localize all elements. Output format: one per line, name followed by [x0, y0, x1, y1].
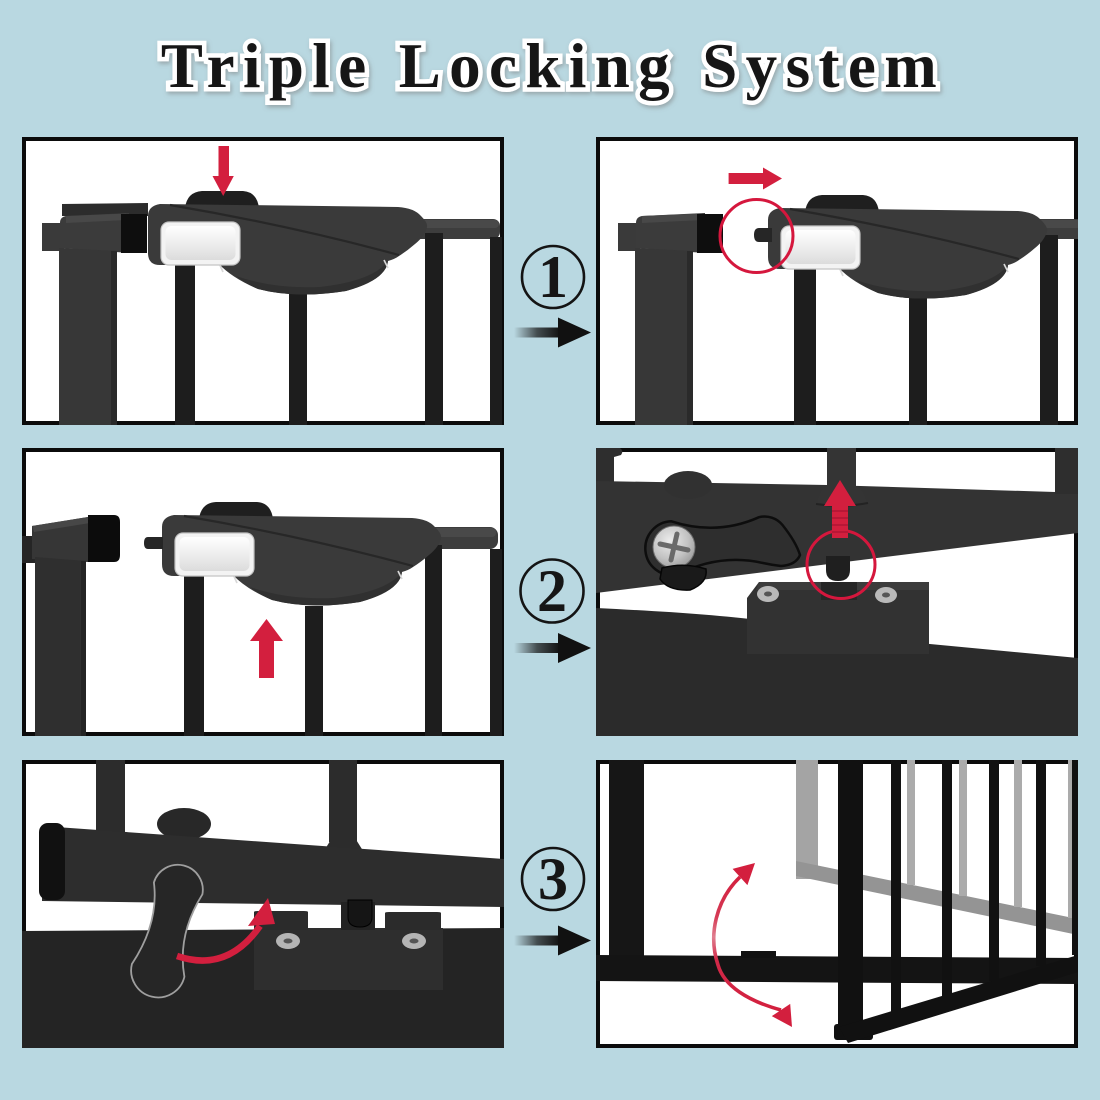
svg-text:3: 3 [538, 846, 568, 912]
svg-text:Triple Locking System: Triple Locking System [161, 31, 945, 101]
svg-text:1: 1 [538, 244, 568, 310]
svg-text:2: 2 [537, 558, 567, 624]
